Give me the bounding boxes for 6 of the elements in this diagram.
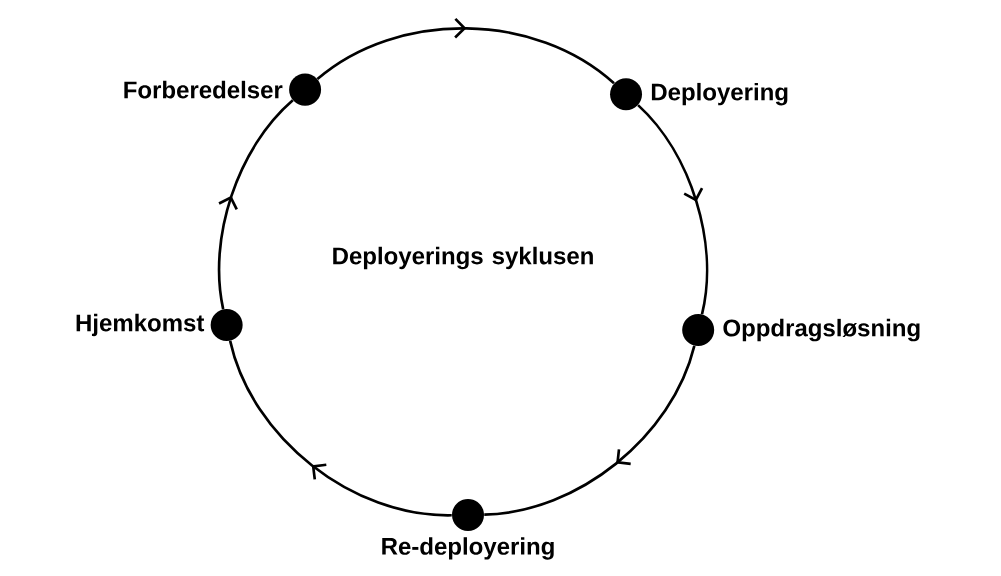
milestone-label: Deployering	[651, 82, 788, 106]
milestone-label: Re-deployering	[382, 537, 554, 560]
milestone-label: Forberedelser	[124, 80, 283, 99]
milestone-label: Hjemkomst	[76, 313, 205, 337]
center-label: Deployerings syklusen	[333, 246, 593, 270]
milestone-label: Oppdragsløsning	[723, 318, 920, 342]
